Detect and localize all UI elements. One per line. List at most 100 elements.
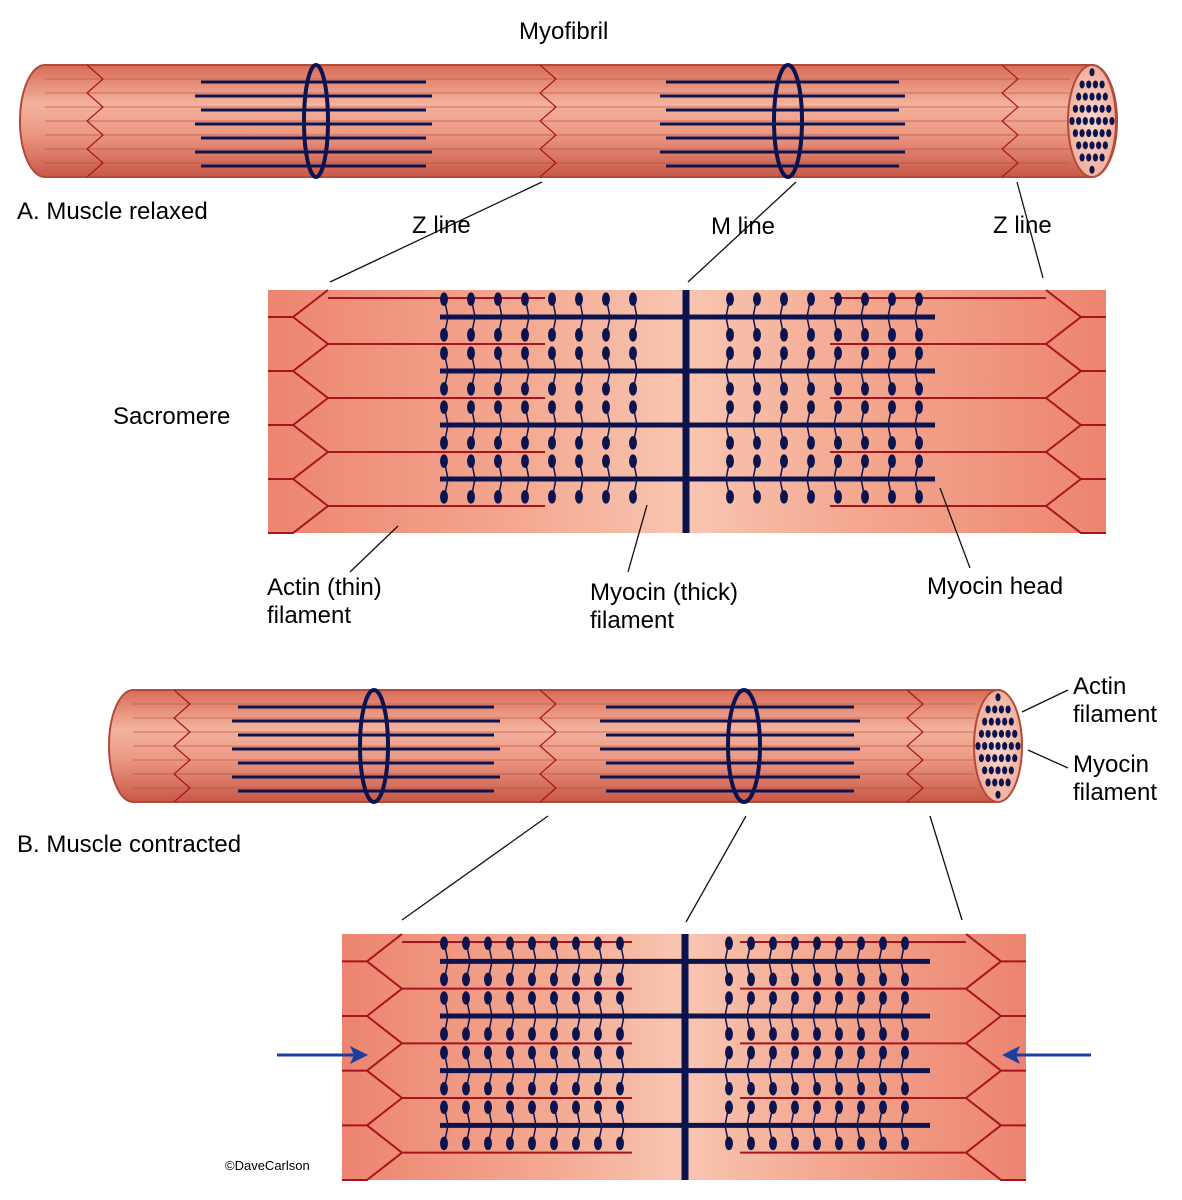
myosin-head <box>915 382 923 396</box>
myosin-head <box>521 454 529 468</box>
myosin-head <box>726 436 734 450</box>
filament-dot <box>1102 141 1108 150</box>
myosin-head <box>575 328 583 342</box>
myosin-head <box>440 1027 448 1041</box>
filament-dot <box>1099 104 1105 113</box>
myosin-head <box>575 292 583 306</box>
myosin-head <box>484 1027 492 1041</box>
myosin-head <box>857 1100 865 1115</box>
filament-dot <box>1086 153 1092 162</box>
leader-lines-relaxed <box>329 181 1044 283</box>
filament-dot <box>992 705 998 714</box>
contraction-arrow-left <box>277 1046 368 1064</box>
myosin-head <box>506 1100 514 1115</box>
filament-dot <box>1086 80 1092 89</box>
myosin-head <box>528 936 536 951</box>
myosin-head <box>629 490 637 504</box>
filament-dot <box>995 742 1001 750</box>
filament-dot <box>995 766 1001 775</box>
filament-dot <box>1109 117 1115 125</box>
filament-dot <box>998 778 1005 787</box>
myosin-head <box>575 400 583 414</box>
myosin-head <box>440 346 448 360</box>
myosin-head <box>835 1081 843 1096</box>
myosin-head <box>572 1100 580 1115</box>
myosin-head <box>594 1100 602 1115</box>
filament-dot <box>1005 754 1011 763</box>
myosin-head <box>901 936 909 951</box>
myosin-head <box>594 1136 602 1151</box>
myosin-head <box>835 1136 843 1151</box>
filament-dot <box>1092 80 1099 89</box>
myosin-head <box>484 936 492 951</box>
myosin-head <box>791 1081 799 1096</box>
filament-dot <box>1012 729 1018 738</box>
filament-dot <box>1092 104 1099 113</box>
myosin-head <box>616 936 624 951</box>
myosin-head <box>807 400 815 414</box>
myosin-head <box>879 991 887 1005</box>
filament-dot <box>982 717 988 726</box>
myosin-head <box>550 1027 558 1041</box>
myosin-head <box>616 1027 624 1041</box>
myosin-head <box>548 436 556 450</box>
myosin-head <box>834 436 842 450</box>
myosin-head <box>915 400 923 414</box>
filament-dot <box>1102 117 1108 125</box>
myosin-head <box>780 490 788 504</box>
label-myocin-head: Myocin head <box>927 573 1063 600</box>
myosin-head <box>572 991 580 1005</box>
myosin-head <box>834 400 842 414</box>
myosin-head <box>879 1136 887 1151</box>
myosin-head <box>528 1081 536 1096</box>
myosin-head <box>888 292 896 306</box>
filament-dot <box>1092 153 1099 162</box>
myosin-head <box>753 454 761 468</box>
myosin-head <box>835 1045 843 1060</box>
label-z-line-right: Z line <box>993 212 1052 239</box>
myosin-head <box>629 400 637 414</box>
filament-dot <box>978 729 985 738</box>
myosin-head <box>769 1081 777 1096</box>
z-line-chevron <box>1045 289 1106 534</box>
filament-dot <box>982 742 988 750</box>
myosin-head <box>467 454 475 468</box>
myosin-head <box>462 1027 470 1041</box>
filament-dot <box>995 717 1001 726</box>
myosin-head <box>602 436 610 450</box>
filament-dot <box>995 693 1001 702</box>
myosin-head <box>548 292 556 306</box>
filament-dot <box>1005 729 1011 738</box>
label-actin-thin-line2: filament <box>267 602 351 629</box>
filament-dot <box>1079 153 1085 162</box>
myosin-head <box>440 382 448 396</box>
filament-dot <box>1079 129 1085 138</box>
myosin-head <box>835 1027 843 1041</box>
filament-dot <box>985 729 991 738</box>
myosin-head <box>807 346 815 360</box>
myosin-head <box>602 454 610 468</box>
myosin-head <box>467 292 475 306</box>
myosin-head <box>575 382 583 396</box>
myosin-head <box>572 1045 580 1060</box>
myosin-head <box>780 328 788 342</box>
myosin-head <box>594 1081 602 1096</box>
myosin-head <box>521 292 529 306</box>
myosin-head <box>888 328 896 342</box>
contracted-sarcomere <box>342 933 1026 1181</box>
myosin-head <box>594 936 602 951</box>
filament-dot <box>1086 104 1092 113</box>
label-muscle-contracted: B. Muscle contracted <box>17 831 241 858</box>
myosin-head <box>769 1136 777 1151</box>
myosin-head <box>915 328 923 342</box>
myosin-head <box>725 991 733 1005</box>
myosin-head <box>901 991 909 1005</box>
myosin-head <box>747 936 755 951</box>
myosin-head <box>572 1027 580 1041</box>
myosin-head <box>550 1081 558 1096</box>
myosin-head <box>467 382 475 396</box>
myosin-head <box>550 991 558 1005</box>
myosin-head <box>861 436 869 450</box>
